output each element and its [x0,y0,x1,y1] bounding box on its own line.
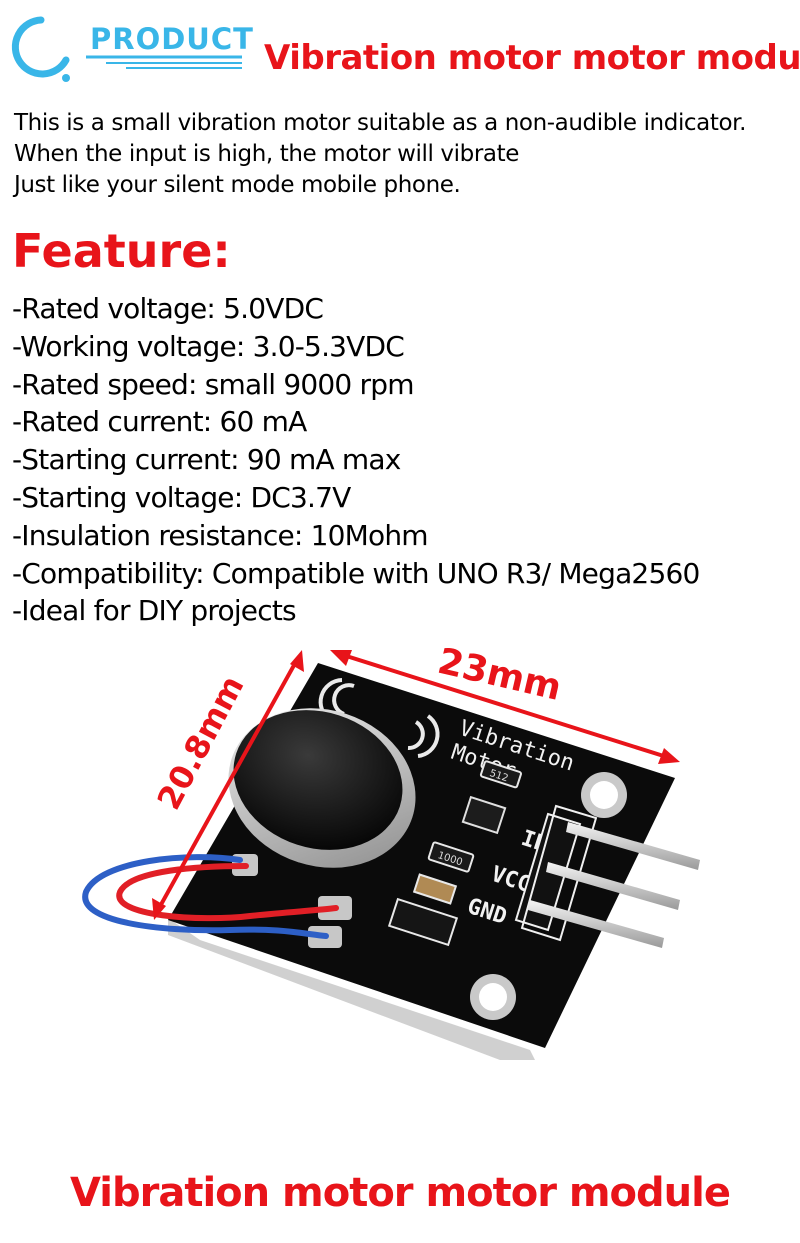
feature-item: -Rated speed: small 9000 rpm [12,367,415,401]
diode-component [387,897,459,947]
blue-wire [82,854,329,939]
logo-ring-icon [11,16,70,82]
width-label: 23mm [434,641,565,709]
resistor-component: 512 [479,760,522,789]
intro-text: This is a small vibration motor suitable… [14,108,794,201]
feature-list: -Rated voltage: 5.0VDC -Working voltage:… [12,290,792,630]
mounting-hole [581,772,627,818]
header-pin [528,822,700,948]
header-title: Vibration motor motor module [264,38,800,78]
red-wire [116,863,339,922]
feature-item: -Rated voltage: 5.0VDC [12,292,324,325]
intro-line: Just like your silent mode mobile phone. [14,172,461,198]
intro-line: This is a small vibration motor suitable… [14,110,747,136]
height-dimension-arrow [152,650,304,920]
width-dimension-arrow [330,650,680,764]
feature-heading: Feature: [12,224,231,278]
intro-line: When the input is high, the motor will v… [14,141,519,167]
feature-item: -Ideal for DIY projects [12,594,297,628]
feature-item: -Rated current: 60 mA [12,405,307,439]
mounting-hole [470,974,516,1020]
logo-text: PRODUCT [90,22,254,56]
footer-title: Vibration motor motor module [70,1170,731,1216]
board-edge [168,918,535,1060]
feature-item: -Working voltage: 3.0-5.3VDC [12,329,405,363]
coin-motor [228,708,416,868]
capacitor-component [412,873,458,905]
feature-item: -Insulation resistance: 10Mohm [12,518,429,552]
feature-item: -Starting voltage: DC3.7V [12,480,351,514]
header: PRODUCT Vibration motor motor module [0,0,800,90]
logo-underline-icon [86,55,242,69]
feature-item: -Starting current: 90 mA max [12,443,401,477]
product-photo: Vibration Motor 512 1000 IN VCC GND [82,641,700,1060]
transistor-component [461,795,507,835]
resistor-component: 1000 [427,841,475,873]
feature-item: -Compatibility: Compatible with UNO R3/ … [12,556,700,590]
